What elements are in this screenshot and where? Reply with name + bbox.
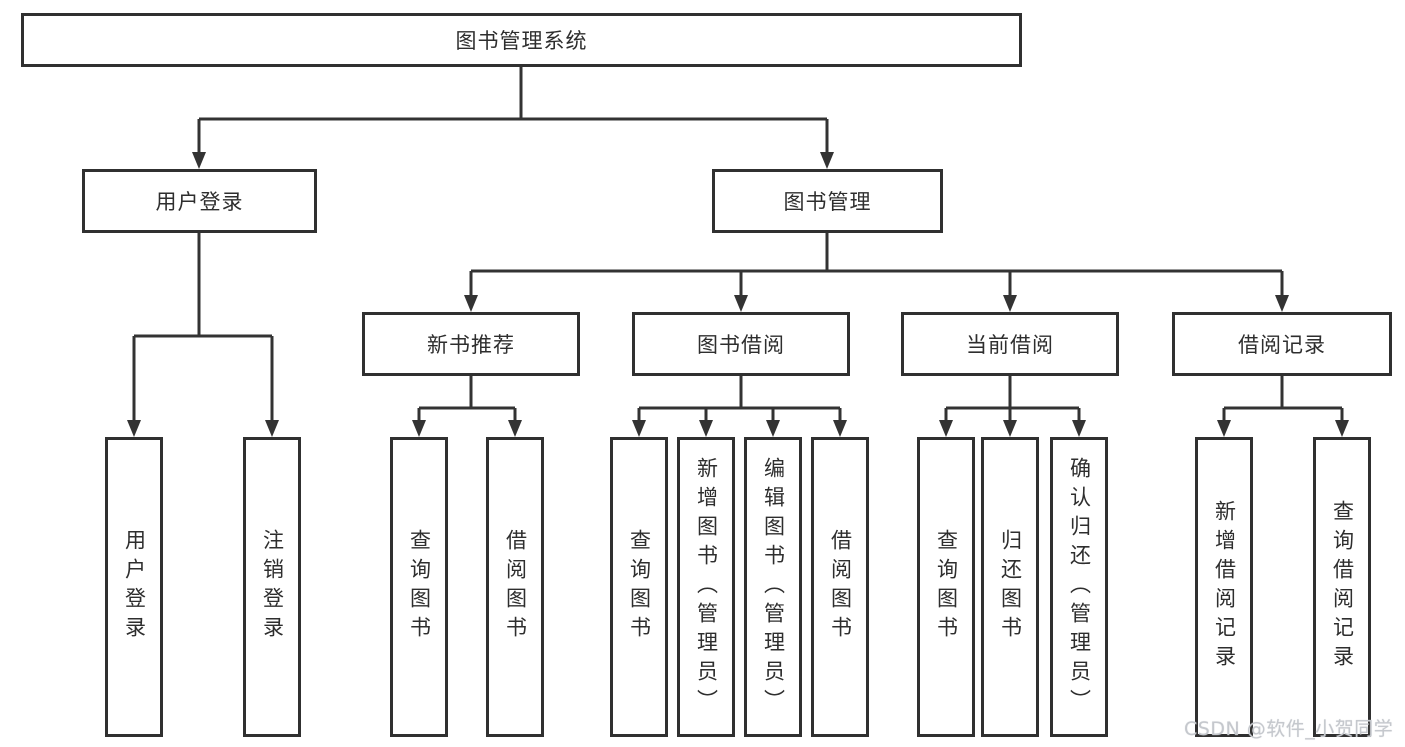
leaf-borrow-query-books: 查询图书 [610, 437, 668, 737]
node-book-management-label: 图书管理 [783, 190, 872, 214]
leaf-recommend-query-books-label: 查询图书 [407, 529, 432, 645]
leaf-return-books-label: 归还图书 [998, 529, 1023, 645]
node-root: 图书管理系统 [21, 13, 1022, 67]
leaf-confirm-return-admin: 确认归还（管理员） [1050, 437, 1108, 737]
arrowheads [127, 152, 1349, 437]
leaf-recommend-borrow-books: 借阅图书 [486, 437, 544, 737]
leaf-borrow-books-label: 借阅图书 [828, 529, 853, 645]
leaf-edit-books-admin: 编辑图书（管理员） [744, 437, 802, 737]
leaf-query-borrow-record: 查询借阅记录 [1313, 437, 1371, 737]
leaf-add-borrow-record: 新增借阅记录 [1195, 437, 1253, 737]
leaf-current-query-books: 查询图书 [917, 437, 975, 737]
leaf-user-login: 用户登录 [105, 437, 163, 737]
leaf-logout-label: 注销登录 [260, 529, 285, 645]
node-book-borrow-label: 图书借阅 [697, 333, 785, 357]
csdn-watermark: CSDN @软件_小贺同学 [1184, 718, 1394, 740]
leaf-borrow-query-books-label: 查询图书 [627, 529, 652, 645]
node-current-borrow-label: 当前借阅 [966, 333, 1054, 357]
leaf-return-books: 归还图书 [981, 437, 1039, 737]
leaf-current-query-books-label: 查询图书 [934, 529, 959, 645]
leaf-add-books-admin: 新增图书（管理员） [677, 437, 735, 737]
node-root-label: 图书管理系统 [455, 29, 588, 53]
node-current-borrow: 当前借阅 [901, 312, 1119, 376]
leaf-user-login-label: 用户登录 [122, 529, 147, 645]
leaf-borrow-books: 借阅图书 [811, 437, 869, 737]
leaf-recommend-borrow-books-label: 借阅图书 [503, 529, 528, 645]
node-borrow-records-label: 借阅记录 [1238, 333, 1326, 357]
node-user-login-label: 用户登录 [155, 190, 244, 214]
node-book-management: 图书管理 [712, 169, 943, 233]
leaf-confirm-return-admin-label: 确认归还（管理员） [1067, 456, 1092, 718]
node-book-borrow: 图书借阅 [632, 312, 850, 376]
node-new-book-recommend: 新书推荐 [362, 312, 580, 376]
leaf-add-borrow-record-label: 新增借阅记录 [1212, 500, 1237, 674]
leaf-query-borrow-record-label: 查询借阅记录 [1330, 500, 1355, 674]
leaf-recommend-query-books: 查询图书 [390, 437, 448, 737]
node-user-login: 用户登录 [82, 169, 317, 233]
node-borrow-records: 借阅记录 [1172, 312, 1392, 376]
leaf-add-books-admin-label: 新增图书（管理员） [694, 456, 719, 718]
node-new-book-recommend-label: 新书推荐 [427, 333, 515, 357]
leaf-edit-books-admin-label: 编辑图书（管理员） [761, 456, 786, 718]
leaf-logout: 注销登录 [243, 437, 301, 737]
